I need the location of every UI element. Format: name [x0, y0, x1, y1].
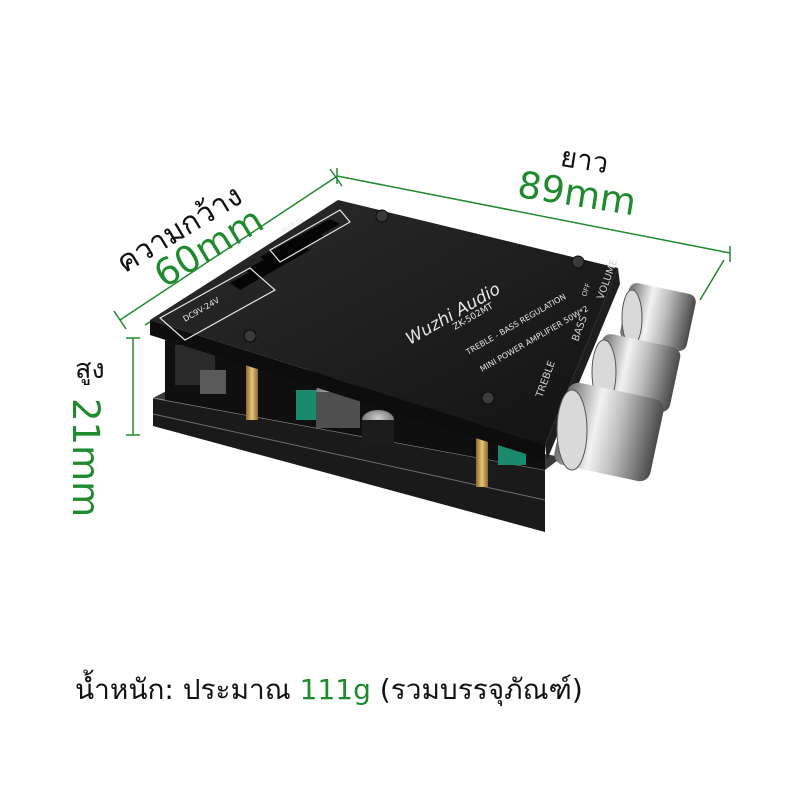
top-plate: Wuzhi Audio ZK-502MT TREBLE - BASS REGUL…: [150, 200, 620, 460]
height-label: สูง: [75, 354, 105, 385]
weight-suffix: (รวมบรรจุภัณฑ์): [370, 673, 583, 706]
weight-value: 111g: [299, 673, 371, 706]
weight-prefix: น้ำหนัก: ประมาณ: [75, 673, 300, 706]
knob-treble: [554, 382, 664, 482]
height-value: 21mm: [64, 398, 107, 518]
knob-volume: [620, 283, 696, 351]
weight-caption: น้ำหนัก: ประมาณ 111g (รวมบรรจุภัณฑ์): [75, 668, 583, 712]
